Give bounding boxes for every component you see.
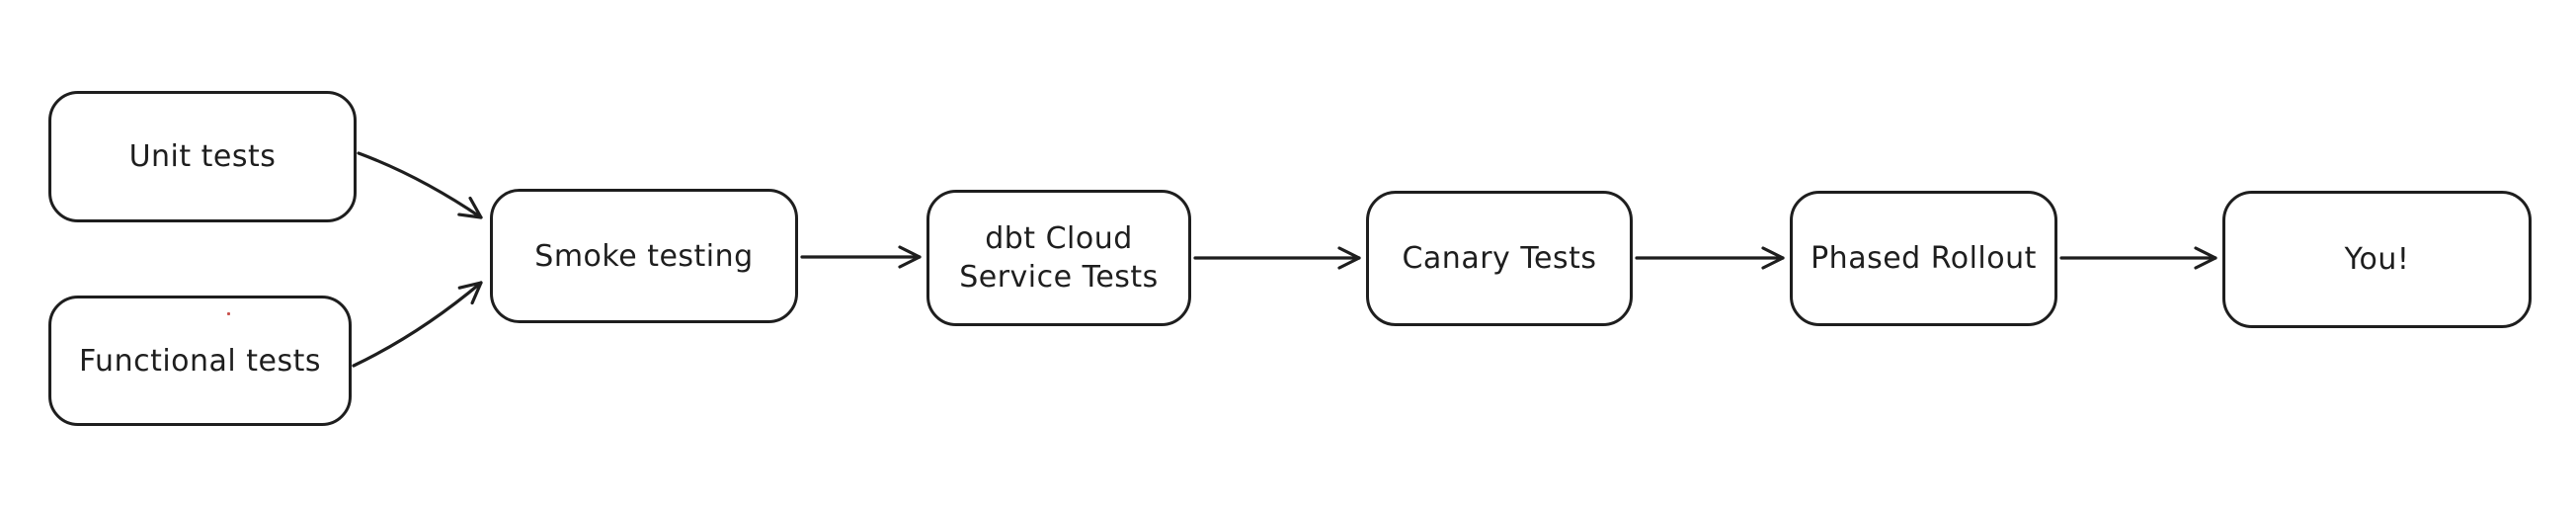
node-phased-rollout-label: Phased Rollout (1811, 241, 2037, 276)
node-dbt-cloud-service-tests: dbt Cloud Service Tests (926, 190, 1191, 326)
node-unit-tests: Unit tests (48, 91, 357, 222)
edge-functional-to-smoke-arrow (352, 281, 483, 368)
node-functional-tests: Functional tests (48, 296, 352, 426)
node-unit-tests-label: Unit tests (128, 139, 277, 174)
edge-unit-to-smoke-arrow (357, 151, 483, 219)
node-canary-tests: Canary Tests (1366, 191, 1633, 326)
node-functional-tests-label: Functional tests (78, 343, 322, 379)
node-canary-tests-label: Canary Tests (1402, 241, 1597, 276)
node-you: You! (2222, 191, 2532, 328)
node-phased-rollout: Phased Rollout (1790, 191, 2057, 326)
node-smoke-testing: Smoke testing (490, 189, 798, 323)
red-speck (227, 312, 230, 315)
node-you-label: You! (2344, 242, 2410, 277)
node-smoke-testing-label: Smoke testing (534, 238, 754, 274)
node-dbt-cloud-service-tests-label: dbt Cloud Service Tests (959, 221, 1159, 295)
